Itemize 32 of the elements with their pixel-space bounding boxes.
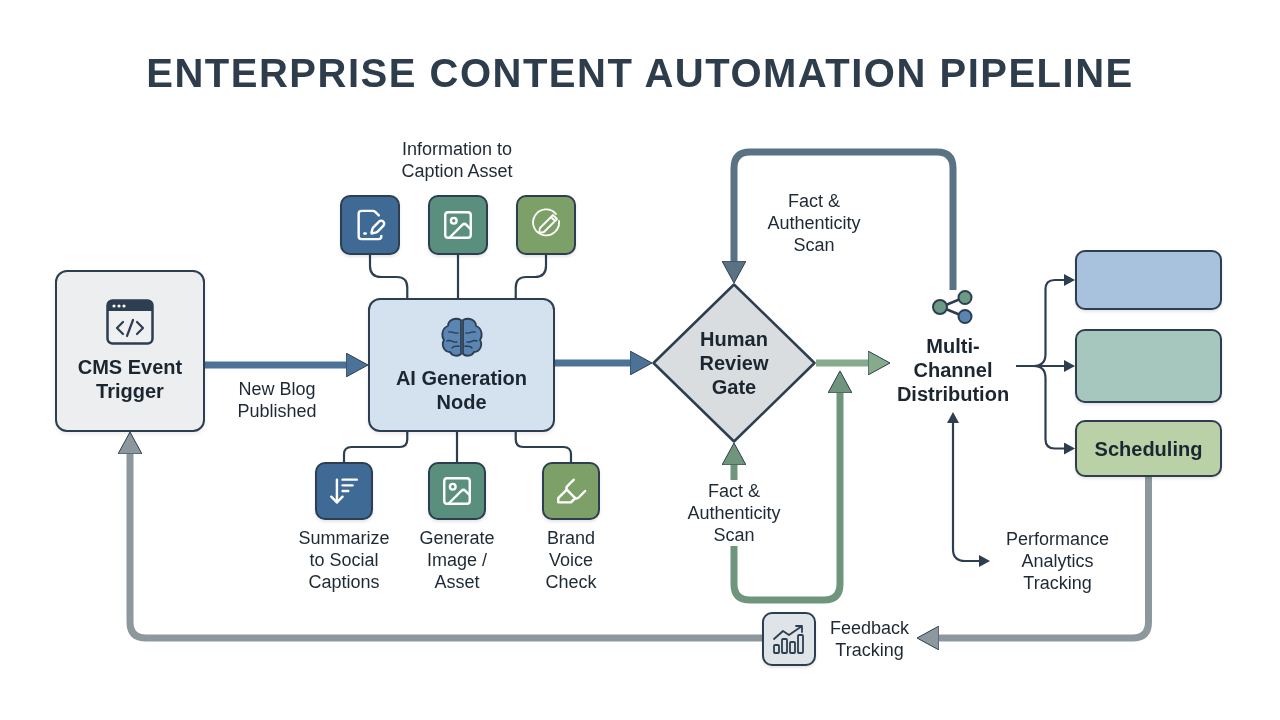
arrow [730,370,853,604]
step-label: Summarize to Social Captions [297,527,391,593]
pencil-icon [516,195,576,255]
process-box [1075,420,1222,477]
channel-box [1075,329,1222,403]
arrow [205,352,369,378]
node-title: CMS Event Trigger [76,355,184,403]
connector-line [456,255,460,298]
step-label: Feedback Tracking [828,617,911,661]
arrow [816,350,891,376]
document-edit-icon [340,195,400,255]
arrow [555,350,653,376]
arrow [947,412,990,567]
node-title: Human Review Gate [698,327,770,399]
diagram-title: ENTERPRISE CONTENT AUTOMATION PIPELINE [145,50,1135,96]
connector-line [368,255,409,298]
step-label: Brand Voice Check [544,527,598,593]
node-title: Scheduling [1094,436,1203,461]
process-box [55,270,205,432]
channel-box [1075,250,1222,310]
process-box [368,298,555,432]
step-label: Generate Image / Asset [418,527,496,593]
step-label: Fact & Authenticity Scan [686,480,782,546]
step-label: Performance Analytics Tracking [1004,528,1110,594]
arrow [916,477,1152,651]
connector-line [455,432,459,462]
arrow [1016,364,1075,455]
connector-line [514,255,548,298]
arrow [117,431,762,642]
node-title: Multi-Channel Distribution [895,334,1011,406]
node-title: AI Generation Node [394,366,529,414]
image-icon [428,195,488,255]
